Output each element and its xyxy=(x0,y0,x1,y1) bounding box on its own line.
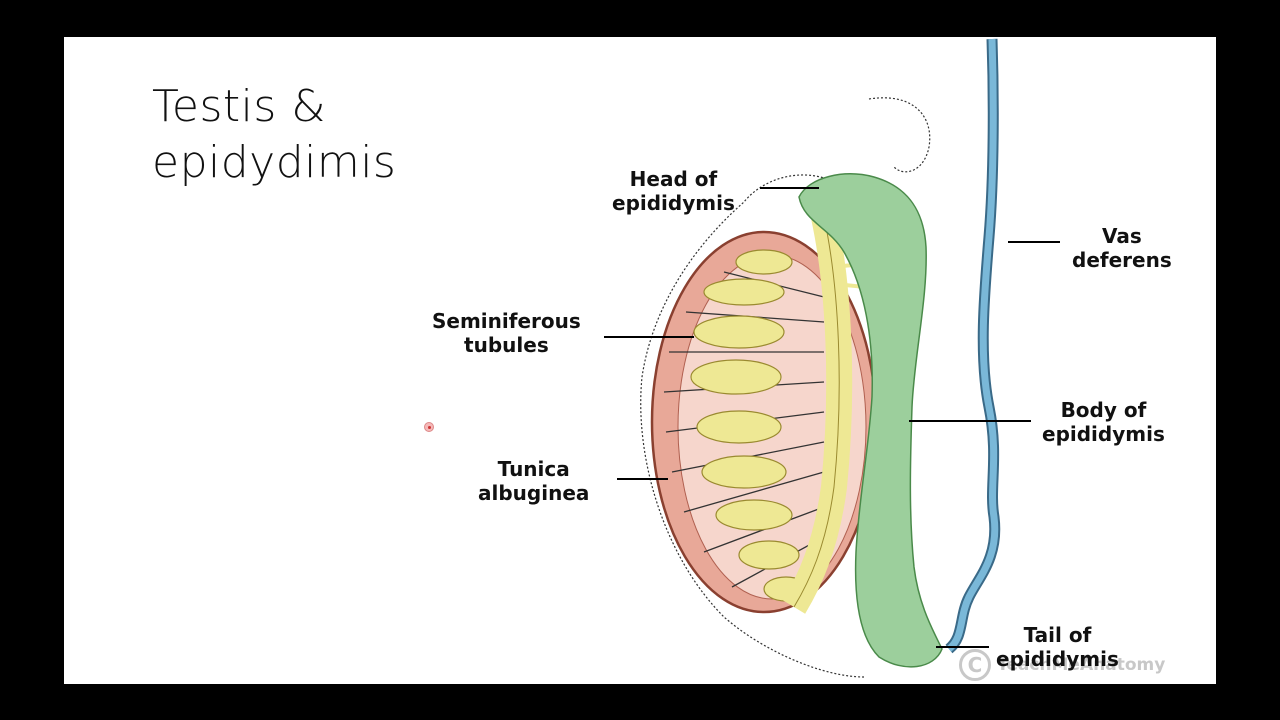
laser-pointer-icon xyxy=(424,422,434,432)
title-line-2: epidydimis xyxy=(152,137,397,188)
testis-diagram xyxy=(604,38,1060,678)
label-seminiferous-line2: tubules xyxy=(464,333,549,357)
label-tail-line1: Tail of xyxy=(1023,623,1092,647)
label-seminiferous-tubules: Seminiferous tubules xyxy=(432,309,581,357)
label-body-line1: Body of xyxy=(1060,398,1147,422)
slide-title: Testis & epidydimis xyxy=(152,79,396,191)
tunica-vaginalis-outline xyxy=(640,97,931,678)
label-head-line1: Head of xyxy=(629,167,718,191)
seminiferous-tubules xyxy=(690,249,809,602)
label-body-line2: epididymis xyxy=(1042,422,1165,446)
label-vas-line1: Vas xyxy=(1101,224,1142,248)
copyright-icon: C xyxy=(959,649,991,681)
leader-lines xyxy=(604,187,1060,648)
label-tail-line2: epididymis xyxy=(996,647,1119,671)
label-tail-of-epididymis: Tail of epididymis xyxy=(996,623,1119,671)
label-tunica-line2: albuginea xyxy=(478,481,590,505)
watermark: C TeachMeAnatomy xyxy=(959,649,1165,681)
label-tunica-albuginea: Tunica albuginea xyxy=(478,457,589,505)
label-seminiferous-line1: Seminiferous xyxy=(432,309,581,333)
label-body-of-epididymis: Body of epididymis xyxy=(1042,398,1165,446)
epididymis xyxy=(798,173,943,668)
title-line-1: Testis & xyxy=(152,81,327,132)
watermark-text: TeachMeAnatomy xyxy=(997,655,1166,675)
label-tunica-line1: Tunica xyxy=(497,457,570,481)
label-head-of-epididymis: Head of epididymis xyxy=(612,167,735,215)
label-vas-line2: deferens xyxy=(1072,248,1172,272)
slide: Testis & epidydimis xyxy=(64,37,1216,684)
label-vas-deferens: Vas deferens xyxy=(1072,224,1172,272)
label-head-line2: epididymis xyxy=(612,191,735,215)
